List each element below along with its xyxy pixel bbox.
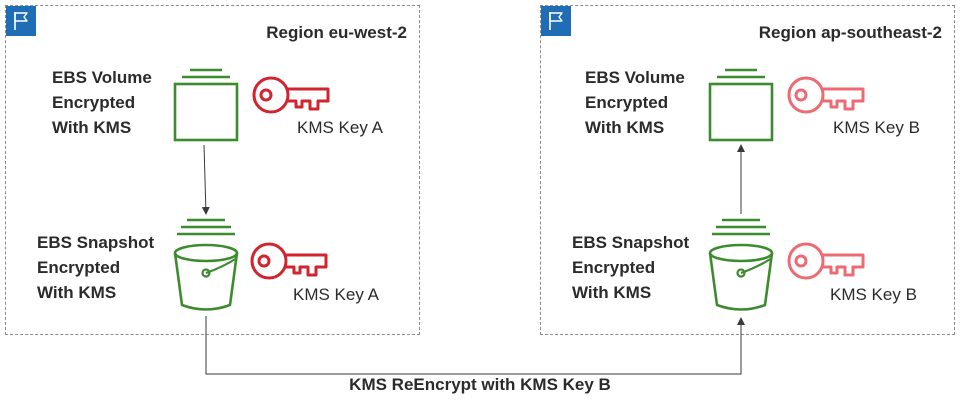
kms-key-icon <box>787 242 865 280</box>
ebs-volume-icon <box>708 68 774 142</box>
ebs-snapshot-bucket-icon <box>173 218 239 311</box>
kms-key-icon <box>252 76 330 114</box>
region-title: Region eu-west-2 <box>266 23 407 42</box>
reencrypt-caption: KMS ReEncrypt with KMS Key B <box>349 375 611 394</box>
ebs-snapshot-label: EBS Snapshot Encrypted With KMS <box>37 233 155 302</box>
kms-key-label: KMS Key A <box>293 285 379 304</box>
ebs-volume-label: EBS Volume Encrypted With KMS <box>52 68 152 137</box>
kms-key-icon <box>250 242 328 280</box>
region-title: Region ap-southeast-2 <box>758 23 942 42</box>
ebs-snapshot-bucket-icon <box>708 218 774 311</box>
kms-key-label: KMS Key B <box>830 285 917 304</box>
ebs-snapshot-label: EBS Snapshot Encrypted With KMS <box>572 233 690 302</box>
kms-key-label: KMS Key A <box>297 118 383 137</box>
ebs-volume-label: EBS Volume Encrypted With KMS <box>585 68 685 137</box>
region-ap-southeast-2-container: Region ap-southeast-2 <box>540 5 955 335</box>
cross-region-copy-arrow <box>205 316 745 375</box>
ebs-volume-icon <box>173 68 239 142</box>
flag-icon <box>6 6 36 36</box>
volume-to-snapshot-arrow <box>201 144 210 215</box>
region-eu-west-2-container: Region eu-west-2 <box>5 5 420 335</box>
kms-key-icon <box>787 76 865 114</box>
kms-key-label: KMS Key B <box>833 118 920 137</box>
flag-icon <box>541 6 571 36</box>
